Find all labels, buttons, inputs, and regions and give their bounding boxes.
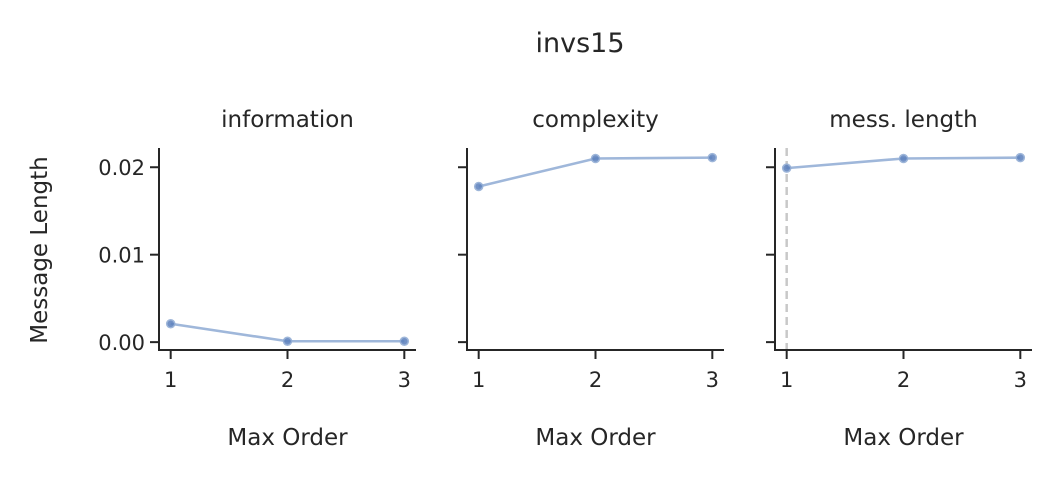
y-tick-label: 0.00 xyxy=(98,331,145,355)
data-point xyxy=(165,319,176,329)
x-tick-label: 2 xyxy=(589,368,602,392)
data-point xyxy=(399,336,410,347)
figure-title: invs15 xyxy=(535,28,624,59)
y-axis-label: Message Length xyxy=(27,156,53,343)
y-tick-label: 0.01 xyxy=(98,244,145,268)
x-tick-label: 3 xyxy=(706,368,719,392)
x-tick-label: 3 xyxy=(1014,368,1027,392)
data-point xyxy=(707,152,718,163)
data-point xyxy=(1015,152,1026,163)
data-point xyxy=(282,336,293,347)
x-axis-label: Max Order xyxy=(535,425,656,451)
x-tick-label: 3 xyxy=(398,368,411,392)
data-point xyxy=(898,153,909,164)
data-point xyxy=(781,163,792,173)
x-tick-label: 2 xyxy=(281,368,294,392)
y-tick-label: 0.02 xyxy=(98,156,145,180)
panel-title: information xyxy=(221,107,354,133)
x-axis-label: Max Order xyxy=(843,425,964,451)
data-point xyxy=(590,153,601,164)
panel-title: mess. length xyxy=(829,107,977,133)
x-tick-label: 1 xyxy=(472,368,485,392)
x-tick-label: 2 xyxy=(897,368,910,392)
panel-title: complexity xyxy=(532,107,659,133)
x-tick-label: 1 xyxy=(780,368,793,392)
data-point xyxy=(473,181,484,192)
x-tick-label: 1 xyxy=(164,368,177,392)
x-axis-label: Max Order xyxy=(227,425,348,451)
